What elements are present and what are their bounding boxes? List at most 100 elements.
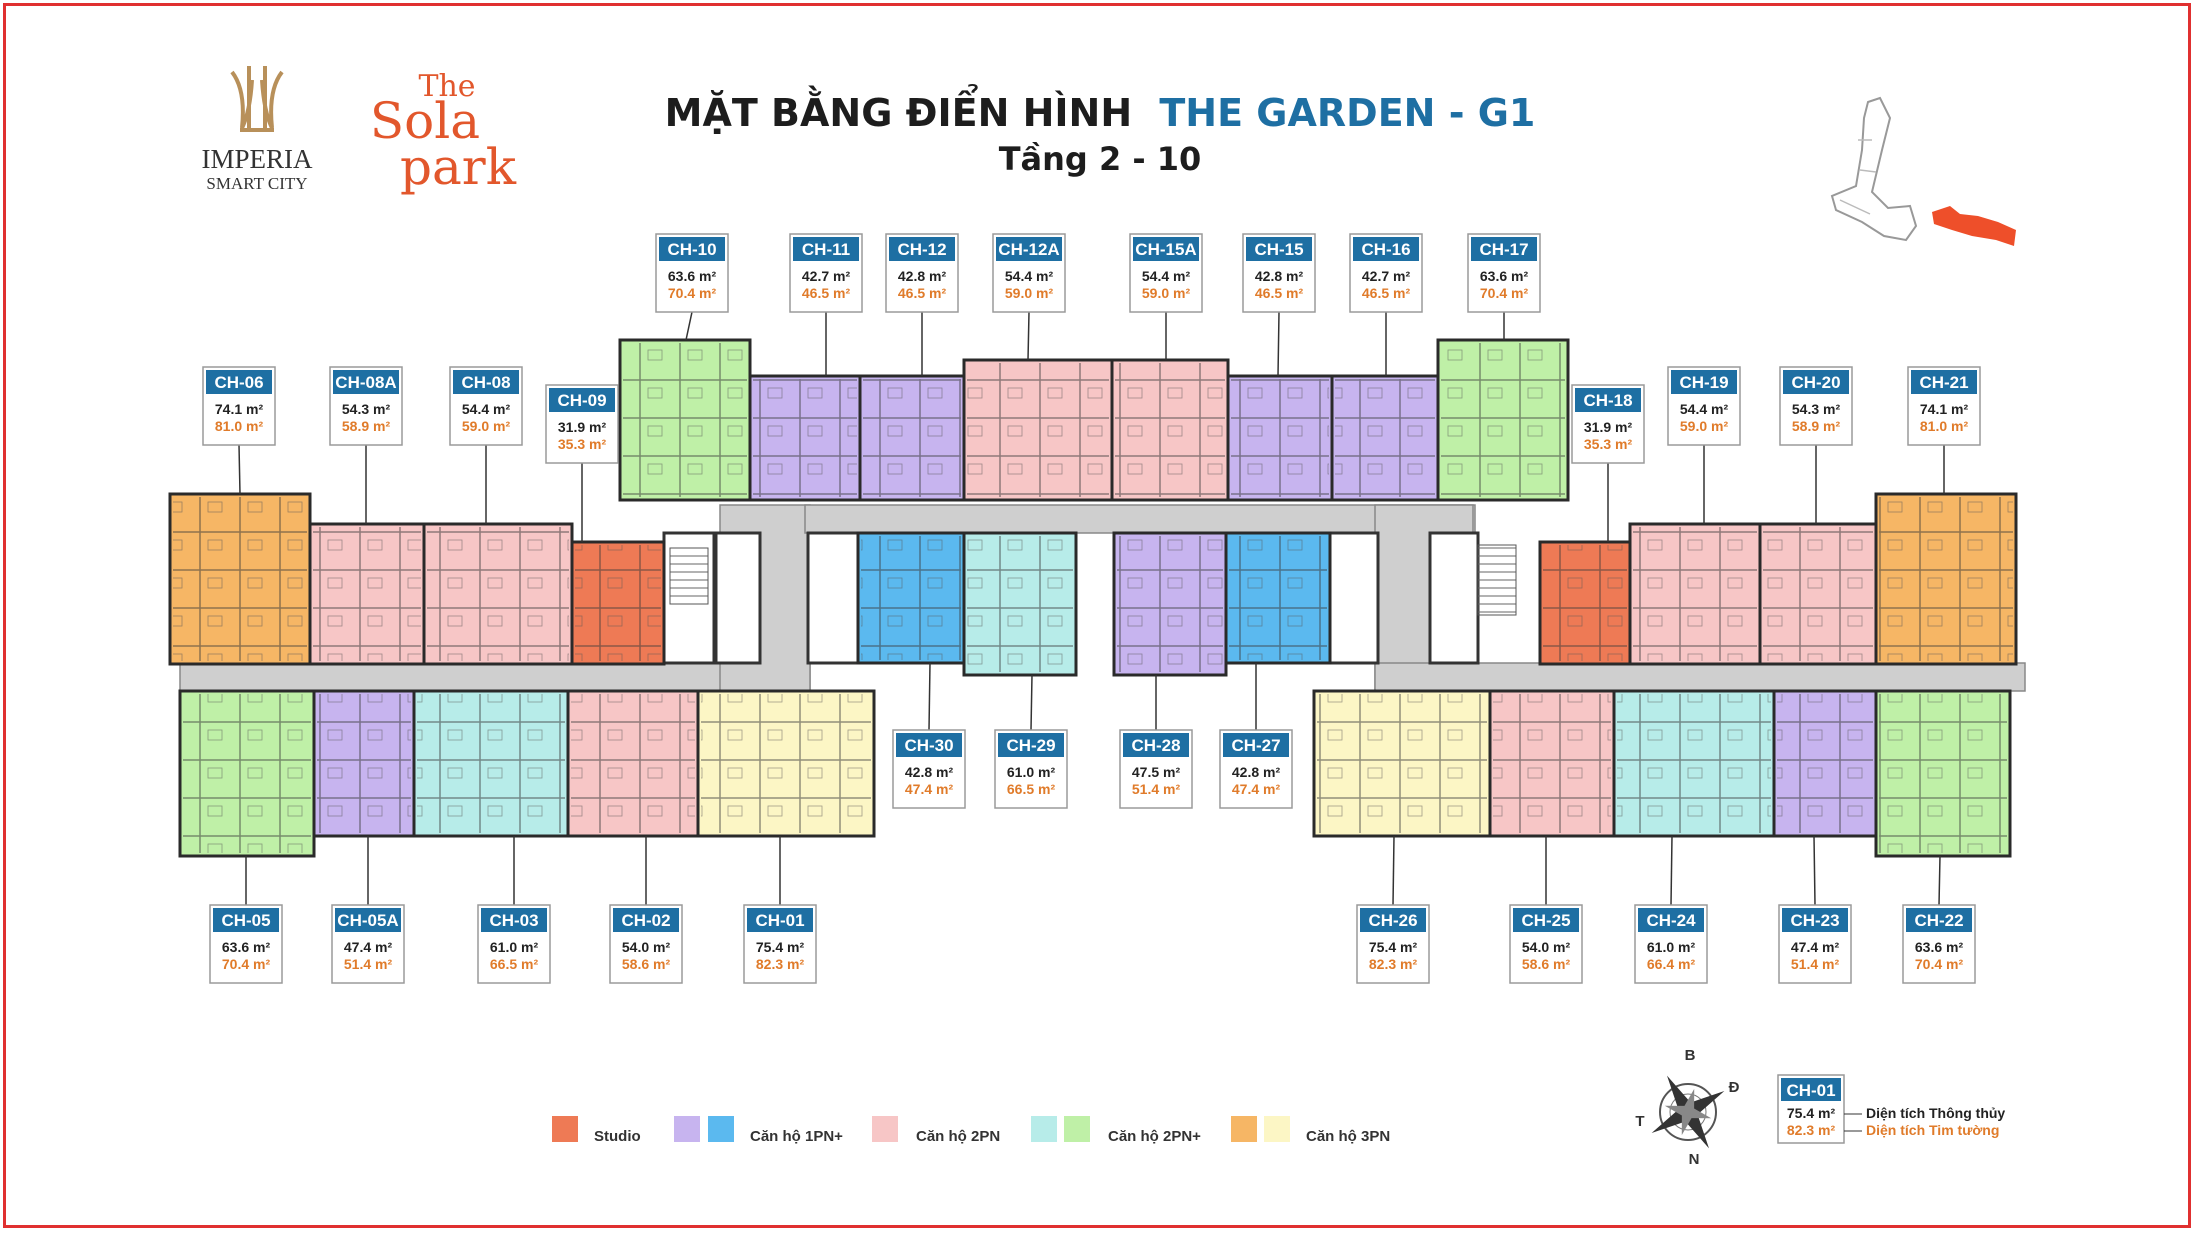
callout-header-ch-15 bbox=[1246, 237, 1312, 261]
callout-header-ch-26 bbox=[1360, 908, 1426, 932]
unit-rooms-ch-08a bbox=[313, 527, 421, 661]
unit-net-area-ch-05a: 47.4 m² bbox=[344, 939, 393, 955]
unit-block-ch-02[interactable] bbox=[566, 689, 700, 838]
callout-header-ch-20 bbox=[1783, 370, 1849, 394]
unit-block-ch-29[interactable] bbox=[962, 531, 1078, 677]
unit-rooms-ch-05a bbox=[317, 694, 411, 833]
unit-block-ch-27[interactable] bbox=[1224, 531, 1332, 665]
unit-block-ch-20[interactable] bbox=[1758, 522, 1878, 666]
callout-header-ch-17 bbox=[1471, 237, 1537, 261]
callout-header-ch-22 bbox=[1906, 908, 1972, 932]
unit-rooms-ch-15a bbox=[1115, 363, 1225, 497]
pointer-ch-12a bbox=[1027, 311, 1030, 361]
unit-net-area-ch-18: 31.9 m² bbox=[1584, 419, 1633, 435]
callout-header-ch-05a bbox=[335, 908, 401, 932]
unit-id-ch-17: CH-17 bbox=[1479, 240, 1528, 259]
unit-block-ch-30[interactable] bbox=[856, 531, 966, 665]
unit-block-ch-05a[interactable] bbox=[312, 689, 416, 838]
unit-id-ch-15a: CH-15A bbox=[1135, 240, 1196, 259]
unit-net-area-ch-30: 42.8 m² bbox=[905, 764, 954, 780]
unit-net-area-ch-09: 31.9 m² bbox=[558, 419, 607, 435]
unit-block-ch-16[interactable] bbox=[1330, 374, 1440, 502]
legend-label-3pn: Căn hộ 3PN bbox=[1306, 1128, 1390, 1145]
unit-id-ch-18: CH-18 bbox=[1583, 391, 1632, 410]
page-subtitle: Tầng 2 - 10 bbox=[999, 140, 1202, 178]
unit-block-ch-12a[interactable] bbox=[962, 358, 1114, 502]
unit-block-ch-09[interactable] bbox=[570, 540, 666, 666]
unit-net-area-ch-06: 74.1 m² bbox=[215, 401, 264, 417]
unit-block-ch-24[interactable] bbox=[1612, 689, 1776, 838]
unit-block-ch-28[interactable] bbox=[1112, 531, 1228, 677]
unit-gross-area-ch-02: 58.6 m² bbox=[622, 956, 671, 972]
unit-block-ch-18[interactable] bbox=[1538, 540, 1632, 666]
unit-block-ch-06[interactable] bbox=[168, 492, 312, 666]
unit-block-ch-23[interactable] bbox=[1772, 689, 1878, 838]
callout-header-ch-05 bbox=[213, 908, 279, 932]
unit-block-ch-08a[interactable] bbox=[308, 522, 426, 666]
unit-block-ch-03[interactable] bbox=[412, 689, 570, 838]
area-key-net: 75.4 m² bbox=[1787, 1105, 1836, 1121]
unit-id-ch-11: CH-11 bbox=[802, 240, 850, 259]
unit-block-ch-05[interactable] bbox=[178, 689, 316, 858]
unit-block-ch-21[interactable] bbox=[1874, 492, 2018, 666]
unit-gross-area-ch-21: 81.0 m² bbox=[1920, 418, 1969, 434]
area-key-id: CH-01 bbox=[1786, 1081, 1835, 1100]
unit-block-ch-26[interactable] bbox=[1312, 689, 1492, 838]
legend-swatch-2pn-green bbox=[1064, 1116, 1090, 1142]
unit-block-ch-17[interactable] bbox=[1436, 338, 1570, 502]
unit-id-ch-30: CH-30 bbox=[904, 736, 953, 755]
unit-block-ch-11[interactable] bbox=[748, 374, 862, 502]
unit-id-ch-01: CH-01 bbox=[755, 911, 804, 930]
callout-header-ch-30 bbox=[896, 733, 962, 757]
unit-block-ch-25[interactable] bbox=[1488, 689, 1616, 838]
unit-block-ch-22[interactable] bbox=[1874, 689, 2012, 858]
unit-gross-area-ch-19: 59.0 m² bbox=[1680, 418, 1729, 434]
unit-block-ch-08[interactable] bbox=[422, 522, 574, 666]
unit-block-ch-15a[interactable] bbox=[1110, 358, 1230, 502]
unit-gross-area-ch-23: 51.4 m² bbox=[1791, 956, 1840, 972]
unit-id-ch-19: CH-19 bbox=[1679, 373, 1728, 392]
unit-block-ch-19[interactable] bbox=[1628, 522, 1762, 666]
unit-id-ch-27: CH-27 bbox=[1231, 736, 1280, 755]
unit-block-ch-01[interactable] bbox=[696, 689, 876, 838]
unit-id-ch-12a: CH-12A bbox=[998, 240, 1059, 259]
unit-block-ch-10[interactable] bbox=[618, 338, 752, 502]
unit-rooms-ch-02 bbox=[571, 694, 695, 833]
unit-gross-area-ch-17: 70.4 m² bbox=[1480, 285, 1529, 301]
unit-block-ch-12[interactable] bbox=[858, 374, 966, 502]
pointer-ch-06 bbox=[238, 444, 241, 495]
unit-block-ch-15[interactable] bbox=[1226, 374, 1334, 502]
sola-sola: Sola bbox=[370, 92, 480, 150]
